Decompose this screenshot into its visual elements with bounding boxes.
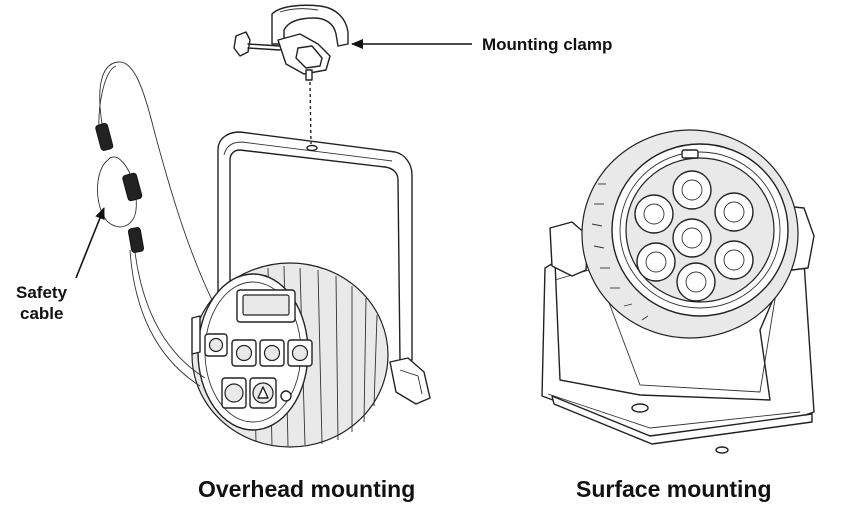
surface-fixture-icon bbox=[541, 129, 815, 454]
safety-cable-arrow bbox=[75, 207, 105, 279]
safety-cable-label-line1: Safety bbox=[16, 283, 68, 302]
overhead-fixture-icon bbox=[191, 131, 431, 448]
mounting-clamp-icon bbox=[233, 4, 349, 81]
safety-cable-label-line2: cable bbox=[20, 304, 63, 323]
safety-cable-icon bbox=[95, 61, 213, 387]
surface-mounting-caption: Surface mounting bbox=[576, 476, 772, 502]
mounting-clamp-callout: Mounting clamp bbox=[351, 35, 612, 54]
alignment-line bbox=[309, 81, 312, 145]
overhead-mounting-caption: Overhead mounting bbox=[198, 476, 415, 502]
safety-cable-callout: Safety cable bbox=[16, 207, 105, 323]
mounting-clamp-label: Mounting clamp bbox=[482, 35, 612, 54]
